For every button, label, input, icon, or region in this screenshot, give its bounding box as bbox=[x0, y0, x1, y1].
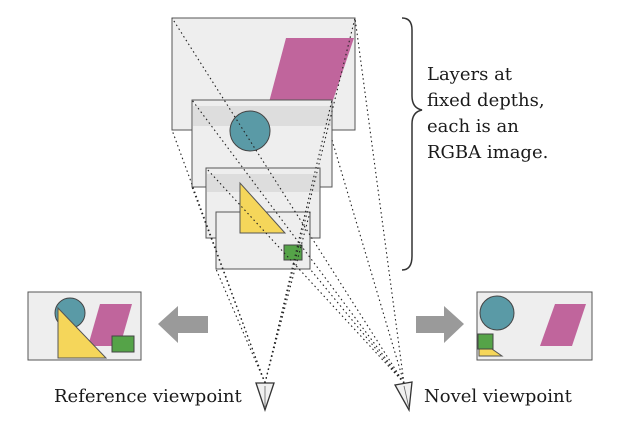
brace-icon bbox=[401, 17, 423, 271]
layer-shape-rectangle bbox=[283, 244, 303, 261]
novel-viewpoint-label: Novel viewpoint bbox=[424, 386, 573, 407]
layer-shape-triangle bbox=[239, 181, 287, 234]
novel-camera-icon bbox=[393, 381, 413, 413]
caption-line-3: each is an bbox=[427, 116, 519, 137]
caption-line-4: RGBA image. bbox=[427, 142, 548, 163]
arrow-right-icon bbox=[416, 306, 464, 343]
layer-plane-3-band bbox=[207, 174, 319, 192]
arrow-left-icon bbox=[158, 306, 208, 343]
reference-render bbox=[27, 291, 142, 361]
caption-line-1: Layers at bbox=[427, 64, 513, 85]
layer-planes bbox=[171, 17, 356, 270]
layer-shape-circle bbox=[229, 110, 271, 152]
reference-viewpoint-label: Reference viewpoint bbox=[54, 386, 243, 407]
projection-rays bbox=[171, 17, 405, 384]
reference-camera-icon bbox=[255, 382, 275, 413]
caption-line-2: fixed depths, bbox=[427, 90, 545, 111]
novel-render bbox=[476, 291, 593, 361]
layer-shape-parallelogram bbox=[268, 38, 354, 106]
